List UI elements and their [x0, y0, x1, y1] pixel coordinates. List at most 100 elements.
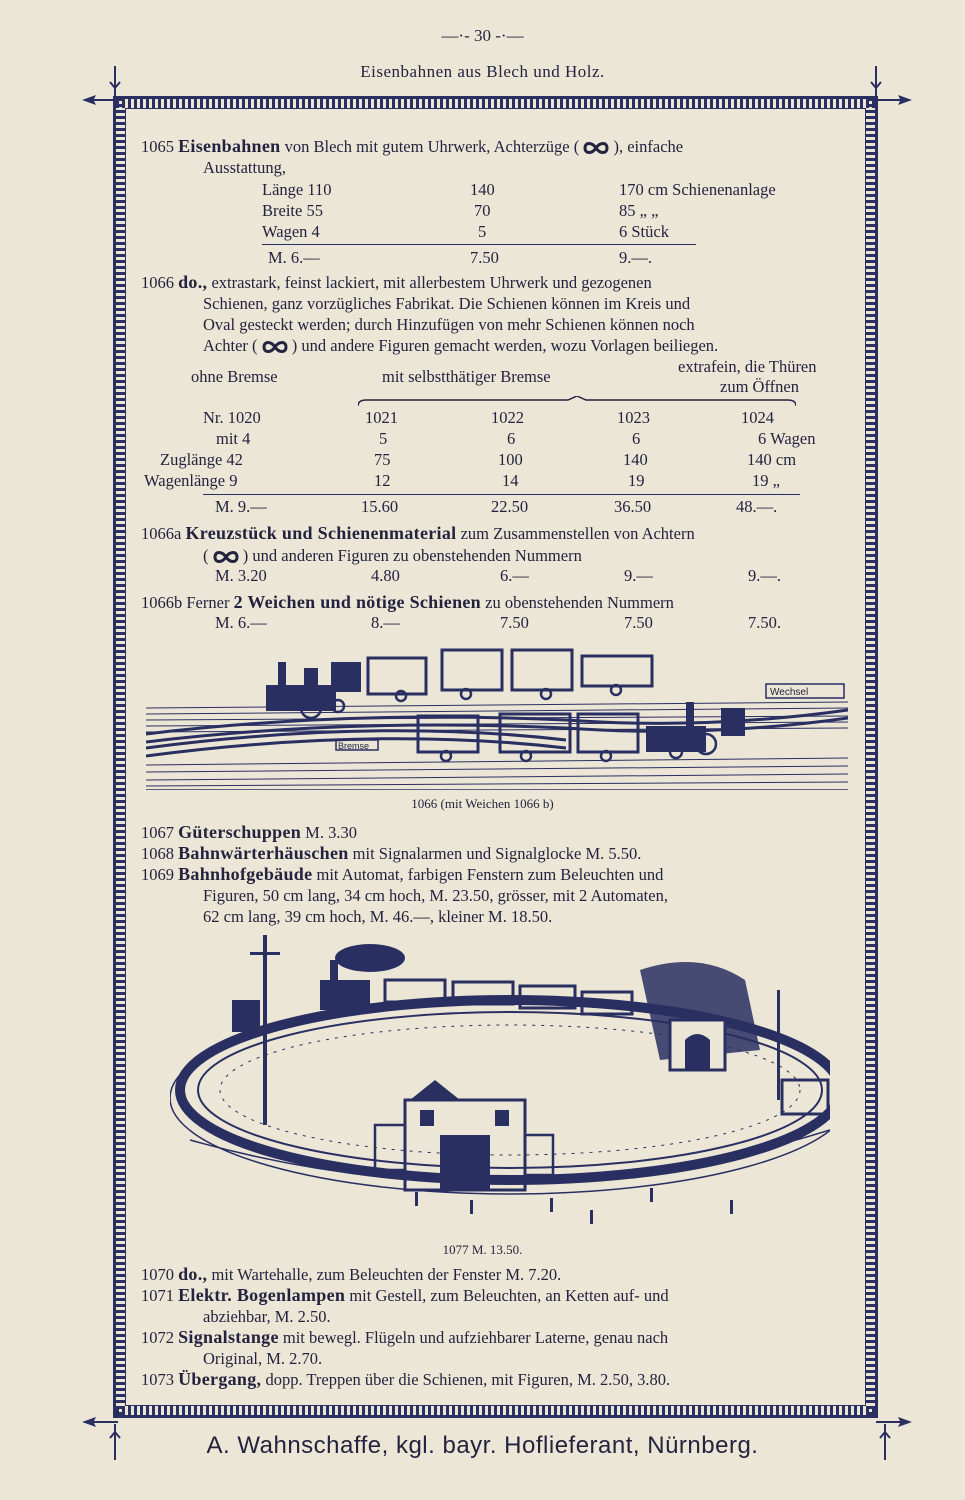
row-mit-c1: 5 — [379, 429, 388, 448]
entry-text: zum Zusammenstellen von Achtern — [460, 524, 695, 543]
entry-1070: 1070 do., mit Wartehalle, zum Beleuchten… — [141, 1264, 561, 1285]
price-3: 6.— — [500, 566, 529, 585]
entry-text: extrastark, feinst lackiert, mit allerbe… — [211, 273, 652, 292]
frame-arrow-right-bottom-icon — [876, 1417, 912, 1427]
row-breite-c3: 85 „ „ — [619, 201, 659, 220]
frame-arrow-left-bottom-icon — [82, 1417, 118, 1427]
row-wagen-label: Wagen 4 — [262, 222, 320, 241]
row-nr-c1: 1021 — [365, 408, 398, 427]
entry-title: Güterschuppen — [178, 822, 302, 842]
entry-text: Ferner — [186, 593, 230, 612]
entry-1069-line1: 1069 Bahnhofgebäude mit Automat, farbige… — [141, 864, 663, 885]
row-mit-c4: 6 Wagen — [758, 429, 816, 448]
price-1: M. 9.— — [215, 497, 267, 516]
entry-1071-line2: abziehbar, M. 2.50. — [203, 1307, 331, 1326]
row-nr-c3: 1023 — [617, 408, 650, 427]
row-wagenlaenge-c2: 14 — [502, 471, 519, 490]
toy-train-illustration: Bremse Wechsel — [146, 648, 848, 790]
row-wagen-c2: 5 — [478, 222, 487, 241]
price-3: 7.50 — [500, 613, 529, 632]
entry-number: 1070 — [141, 1265, 174, 1284]
price-2: 8.— — [371, 613, 400, 632]
price-3: 22.50 — [491, 497, 529, 516]
table-rule — [203, 494, 800, 495]
running-head: Eisenbahnen aus Blech und Holz. — [360, 62, 605, 81]
frame-arrow-right-top-icon — [876, 95, 912, 105]
price-4: 7.50 — [624, 613, 653, 632]
entry-text: ) und andere Figuren gemacht werden, woz… — [291, 336, 719, 355]
illustration-caption: 1066 (mit Weichen 1066 b) — [411, 796, 554, 811]
row-wagenlaenge-c1: 12 — [374, 471, 391, 490]
head-extrafein: extrafein, die Thüren — [678, 357, 817, 376]
entry-text: Achter ( — [203, 336, 258, 355]
entry-number: 1068 — [141, 844, 174, 863]
publisher-footer: A. Wahnschaffe, kgl. bayr. Hoflieferant,… — [206, 1432, 759, 1459]
entry-text: ) und anderen Figuren zu obenstehenden N… — [242, 546, 582, 565]
price-2: 4.80 — [371, 566, 400, 585]
entry-title: Übergang, — [178, 1369, 262, 1389]
row-breite-label: Breite 55 — [262, 201, 323, 220]
entry-1065-line2: Ausstattung, — [203, 158, 286, 177]
frame-finial-bottom-right-icon — [879, 1424, 891, 1460]
row-zuglaenge-c1: 75 — [374, 450, 391, 469]
price-5: 7.50. — [748, 613, 781, 632]
entry-number: 1066 — [141, 273, 174, 292]
row-zuglaenge-c2: 100 — [498, 450, 523, 469]
entry-title: Eisenbahnen — [178, 136, 281, 156]
entry-1071-line1: 1071 Elektr. Bogenlampen mit Gestell, zu… — [141, 1285, 669, 1306]
frame-finial-top-right-icon — [870, 66, 882, 96]
row-laenge-label: Länge 110 — [262, 180, 332, 199]
entry-1067: 1067 Güterschuppen M. 3.30 — [141, 822, 357, 843]
dash-right: -·— — [491, 26, 524, 45]
price-5: 9.—. — [748, 566, 781, 585]
entry-title: do., — [178, 1264, 208, 1284]
entry-1069-line3: 62 cm lang, 39 cm hoch, M. 46.—, kleiner… — [203, 907, 553, 926]
label-wechsel: Wechsel — [770, 687, 808, 698]
price-4: 36.50 — [614, 497, 652, 516]
entry-1066a-line2: ( ) und anderen Figuren zu obenstehenden… — [203, 545, 582, 566]
row-mit-c3: 6 — [632, 429, 641, 448]
row-wagenlaenge-c3: 19 — [628, 471, 645, 490]
entry-number: 1067 — [141, 823, 174, 842]
row-mit-label: mit 4 — [216, 429, 251, 448]
entry-text: dopp. Treppen über die Schienen, mit Fig… — [265, 1370, 671, 1389]
price-2: 7.50 — [470, 248, 499, 267]
entry-text: mit bewegl. Flügeln und aufziehbarer Lat… — [282, 1328, 669, 1347]
entry-title: Elektr. Bogenlampen — [178, 1285, 346, 1305]
row-nr-c2: 1022 — [491, 408, 524, 427]
row-wagenlaenge-c4: 19 „ — [752, 471, 780, 490]
entry-text: von Blech mit gutem Uhrwerk, Achterzüge … — [284, 137, 580, 156]
entry-text: mit Signalarmen und Signalglocke M. 5.50… — [352, 844, 642, 863]
entry-title: Kreuzstück und Schienenmaterial — [185, 523, 457, 543]
entry-1066-line3: Oval gesteckt werden; durch Hinzufügen v… — [203, 315, 695, 334]
entry-1069-line2: Figuren, 50 cm lang, 34 cm hoch, M. 23.5… — [203, 886, 668, 905]
head-zum-oeffnen: zum Öffnen — [720, 377, 799, 396]
price-4: 9.— — [624, 566, 653, 585]
entry-title: Bahnhofgebäude — [178, 864, 313, 884]
price-1: M. 6.— — [268, 248, 320, 267]
figure-eight-icon — [583, 142, 609, 154]
entry-1066b-line1: 1066b Ferner 2 Weichen und nötige Schien… — [141, 592, 674, 613]
entry-1065-line1: 1065 Eisenbahnen von Blech mit gutem Uhr… — [141, 136, 683, 157]
entry-1072-line1: 1072 Signalstange mit bewegl. Flügeln un… — [141, 1327, 668, 1348]
figure-eight-icon — [213, 551, 239, 563]
entry-title: 2 Weichen und nötige Schienen — [233, 592, 481, 612]
illustration-caption: 1077 M. 13.50. — [442, 1242, 523, 1257]
row-breite-c2: 70 — [474, 201, 491, 220]
entry-text: ( — [203, 546, 209, 565]
entry-number: 1071 — [141, 1286, 174, 1305]
price-1: M. 6.— — [215, 613, 267, 632]
entry-text: mit Gestell, zum Beleuchten, an Ketten a… — [349, 1286, 669, 1305]
entry-1073: 1073 Übergang, dopp. Treppen über die Sc… — [141, 1369, 670, 1390]
entry-text: mit Wartehalle, zum Beleuchten der Fenst… — [211, 1265, 562, 1284]
frame-arrow-left-top-icon — [82, 95, 118, 105]
entry-number: 1066b — [141, 593, 183, 612]
oval-railway-illustration — [170, 935, 830, 1224]
entry-text: zu obenstehenden Nummern — [485, 593, 674, 612]
row-nr-c4: 1024 — [741, 408, 774, 427]
row-laenge-c2: 140 — [470, 180, 495, 199]
entry-number: 1066a — [141, 524, 182, 543]
entry-title: Signalstange — [178, 1327, 279, 1347]
row-zuglaenge-label: Zuglänge 42 — [160, 450, 243, 469]
entry-text: ), einfache — [613, 137, 684, 156]
